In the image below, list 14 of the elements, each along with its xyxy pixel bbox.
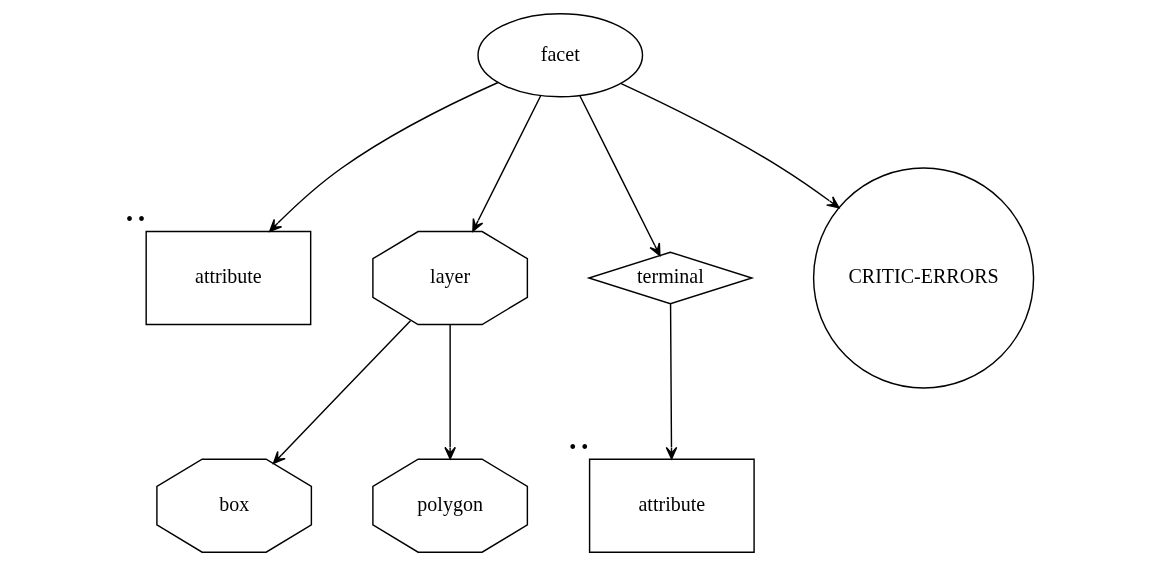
node-ellipse: facet — [477, 13, 644, 98]
node-box: attribute — [145, 230, 312, 326]
arrow — [472, 95, 542, 232]
arrow — [579, 95, 661, 257]
arrow — [269, 81, 499, 232]
node-circle: CRITIC-ERRORS — [812, 167, 1035, 389]
node-label: • • — [125, 208, 145, 231]
arrow — [444, 324, 456, 460]
node-box: attribute — [588, 458, 755, 553]
node-label: • • — [569, 435, 589, 458]
node-diamond: terminal — [586, 251, 755, 305]
arrow — [272, 319, 412, 464]
arrow — [665, 303, 678, 460]
arrow — [620, 82, 840, 209]
